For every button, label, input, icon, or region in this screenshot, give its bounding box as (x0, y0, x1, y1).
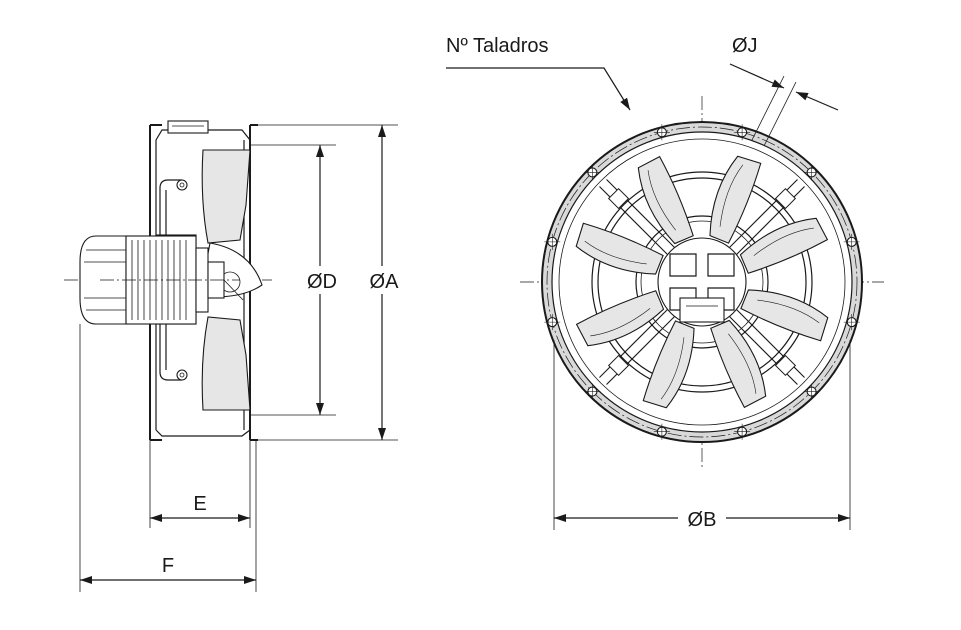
blade (575, 290, 665, 347)
label-number-of-holes: Nº Taladros (446, 35, 549, 57)
dimension-diameter-d: ØD (298, 145, 344, 415)
holes-callout: Nº Taladros (446, 35, 631, 111)
label-diameter-j: ØJ (732, 35, 758, 57)
blade (575, 222, 664, 275)
side-view: ØD ØA E F (64, 120, 406, 592)
label-f: F (162, 555, 174, 577)
dimension-diameter-b: ØB (553, 340, 851, 532)
spoke-bracket (607, 187, 630, 210)
blade (637, 155, 694, 245)
dimension-e: E (149, 440, 251, 528)
label-diameter-b: ØB (688, 509, 717, 531)
spoke-bracket (607, 354, 630, 377)
spoke-bracket (774, 187, 797, 210)
blade (710, 319, 767, 409)
hole-diameter-callout: ØJ (729, 35, 839, 147)
blade (739, 217, 829, 274)
guard-spokes (599, 179, 805, 385)
blade (740, 289, 829, 342)
motor-side (79, 235, 240, 325)
front-view: ØB Nº Taladros ØJ (446, 35, 884, 532)
spoke-bracket (774, 354, 797, 377)
hub-front (657, 237, 747, 327)
blade (642, 320, 695, 409)
label-e: E (193, 493, 206, 515)
impeller-blades-front (575, 155, 829, 409)
label-diameter-d: ØD (307, 271, 337, 293)
dimension-f: F (79, 324, 257, 592)
blade (709, 155, 762, 244)
flange-bolt-holes (544, 124, 860, 440)
label-diameter-a: ØA (370, 271, 400, 293)
dimension-diameter-a: ØA (360, 125, 406, 440)
